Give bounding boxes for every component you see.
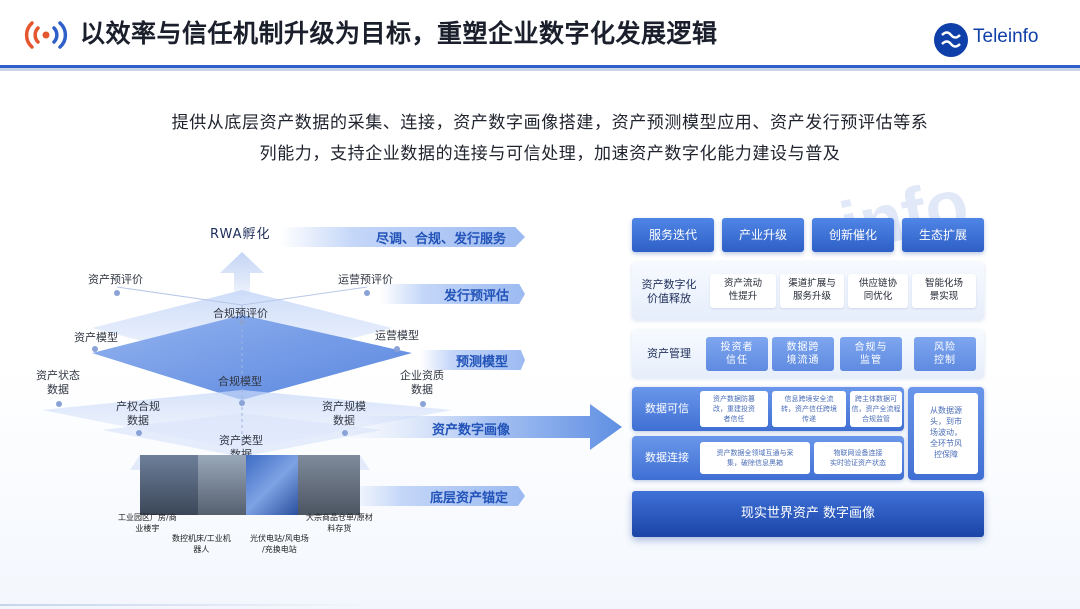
cell-liquidity: 资产流动 性提升 [710, 274, 776, 308]
logo-text: Teleinfo [973, 26, 1039, 47]
photo-caption-industrial-park: 工业园区厂房/商 业楼宇 [118, 513, 177, 533]
photo-warehouse [298, 455, 360, 515]
tag-service-iteration: 服务迭代 [632, 218, 714, 252]
node-dot [136, 430, 142, 436]
header-rule [0, 65, 1080, 68]
photo-caption-solar: 光伏电站/风电场 /充换电站 [250, 534, 309, 554]
node-dot [420, 401, 426, 407]
compliance-pre-eval-label: 合规预评价 [213, 307, 268, 320]
node-dot [394, 346, 400, 352]
cell-smart-scene: 智能化场 景实现 [912, 274, 976, 308]
cell-investor-trust: 投资者 信任 [706, 337, 768, 371]
subtitle-line-2: 列能力，支持企业数据的连接与可信处理，加速资产数字化能力建设与普及 [259, 144, 841, 164]
digital-profile-arrow [350, 404, 622, 450]
tag-ecosystem: 生态扩展 [902, 218, 984, 252]
cell-compliance: 合规与 监管 [840, 337, 902, 371]
row-value-release: 资产数字化 价值释放 资产流动 性提升 渠道扩展与 服务升级 供应链协 同优化 … [632, 262, 984, 320]
cell-cross-border: 数据跨 境流通 [772, 337, 834, 371]
photo-solar-station [246, 455, 298, 515]
band-due-diligence [280, 227, 525, 247]
subtitle: 提供从底层资产数据的采集、连接，资产数字画像搭建，资产预测模型应用、资产发行预评… [150, 108, 950, 170]
tag-innovation: 创新催化 [812, 218, 894, 252]
band-due-diligence-label: 尽调、合规、发行服务 [376, 232, 507, 247]
node-dot [239, 400, 245, 406]
node-dot [239, 319, 245, 325]
asset-model-label: 资产模型 [74, 331, 118, 344]
ops-pre-eval-label: 运营预评价 [338, 273, 393, 286]
signal-icon [24, 21, 68, 49]
row-asset-mgmt: 资产管理 投资者 信任 数据跨 境流通 合规与 监管 风险 控制 [632, 330, 984, 378]
enterprise-qual-label: 企业资质 数据 [400, 369, 444, 396]
layer-model [92, 315, 412, 400]
subtitle-line-1: 提供从底层资产数据的采集、连接，资产数字画像搭建，资产预测模型应用、资产发行预评… [171, 113, 929, 133]
band-anchor [350, 486, 525, 506]
up-arrow [220, 252, 264, 295]
photo-cnc-machine [198, 455, 246, 515]
node-dot [92, 346, 98, 352]
band-issuance-eval-label: 发行预评估 [444, 289, 510, 304]
node-dot [364, 290, 370, 296]
row-asset-mgmt-head: 资产管理 [647, 347, 691, 360]
asset-scale-label: 资产规模 数据 [322, 400, 366, 427]
row-data-trust-head: 数据可信 [645, 402, 689, 415]
teleinfo-logo-icon [934, 23, 968, 57]
property-compliance-label: 产权合规 数据 [116, 400, 160, 427]
cell-iot-connect: 物联网设备连接 实时验证资产状态 [814, 442, 902, 474]
header: 以效率与信任机制升级为目标，重塑企业数字化发展逻辑 Teleinfo [0, 0, 1080, 66]
teleinfo-logo: Teleinfo [933, 22, 1053, 58]
row-value-release-head: 资产数字化 价值释放 [641, 278, 697, 305]
node-dot [56, 401, 62, 407]
base-real-world-assets: 现实世界资产 数字画像 [632, 491, 984, 537]
side-note-text: 从数据源 头，到市 场波动， 全环节风 控保障 [914, 393, 978, 474]
cell-data-interconnect: 资产数据全领域互通与采 集，破除信息黑箱 [700, 442, 810, 474]
band-issuance-eval [380, 284, 525, 304]
photo-caption-cnc: 数控机床/工业机 器人 [172, 534, 231, 554]
cell-risk-control: 风险 控制 [914, 337, 976, 371]
side-note-panel: 从数据源 头，到市 场波动， 全环节风 控保障 [908, 387, 984, 480]
photo-caption-warehouse: 大宗商品仓单/原材 料存货 [306, 513, 373, 533]
tag-industry-upgrade: 产业升级 [722, 218, 804, 252]
node-dot [114, 290, 120, 296]
band-anchor-label: 底层资产锚定 [430, 491, 509, 506]
header-rule-shadow [0, 68, 1080, 71]
band-prediction-model-label: 预测模型 [456, 355, 509, 370]
layer-base-data [102, 413, 382, 457]
footer-rule [0, 604, 380, 606]
ops-model-label: 运营模型 [375, 329, 419, 342]
cell-channel: 渠道扩展与 服务升级 [780, 274, 844, 308]
rwa-label: RWA孵化 [210, 227, 271, 242]
node-dot [342, 430, 348, 436]
band-digital-profile-label: 资产数字画像 [432, 423, 511, 438]
photo-industrial-park [140, 455, 198, 515]
asset-status-label: 资产状态 数据 [36, 369, 80, 396]
page-title: 以效率与信任机制升级为目标，重塑企业数字化发展逻辑 [80, 19, 718, 48]
cell-supply-chain: 供应链协 同优化 [848, 274, 908, 308]
compliance-model-label: 合规模型 [218, 375, 262, 388]
cell-cross-entity: 跨主体数据可 信，资产全流程 合规监管 [850, 391, 902, 427]
row-data-connect-head: 数据连接 [645, 451, 689, 464]
cell-cross-border-flow: 信息跨境安全流 转，资产信任跨境 传递 [772, 391, 846, 427]
asset-pre-eval-label: 资产预评价 [88, 273, 143, 286]
band-prediction-model [420, 350, 525, 370]
cell-tamper-proof: 资产数据防篡 改，重建投资 者信任 [700, 391, 768, 427]
row-data-connect: 数据连接 资产数据全领域互通与采 集，破除信息黑箱 物联网设备连接 实时验证资产… [632, 436, 904, 480]
row-data-trust: 数据可信 资产数据防篡 改，重建投资 者信任 信息跨境安全流 转，资产信任跨境 … [632, 387, 904, 431]
